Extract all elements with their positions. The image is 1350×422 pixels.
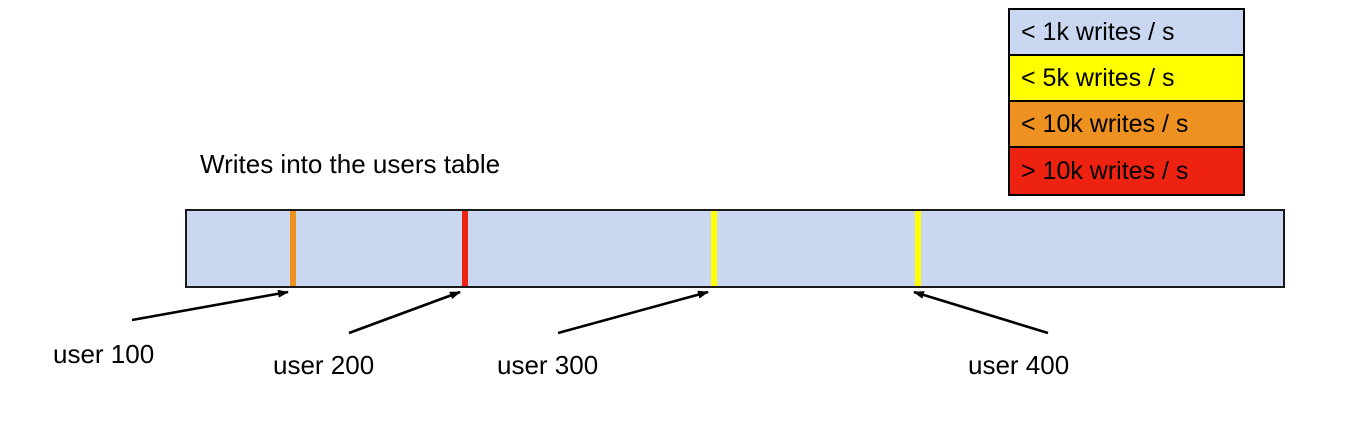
callout-arrow-user-200 (348, 290, 461, 335)
chart-title: Writes into the users table (200, 149, 501, 179)
legend-label-under-10k: < 10k writes / s (1021, 109, 1189, 138)
legend-row-under-10k: < 10k writes / s (1010, 102, 1243, 148)
legend-row-under-5k: < 5k writes / s (1010, 56, 1243, 102)
callout-label-user-300: user 300 (497, 350, 599, 380)
keyspace-bar (185, 209, 1285, 288)
callout-label-user-400: user 400 (968, 350, 1070, 380)
legend-row-under-1k: < 1k writes / s (1010, 10, 1243, 56)
hot-key-stripe-user-200 (462, 211, 468, 286)
callout-arrow-user-100 (131, 289, 289, 322)
legend-label-over-10k: > 10k writes / s (1021, 156, 1189, 185)
callout-label-user-200: user 200 (273, 350, 375, 380)
hot-key-stripe-user-300 (711, 211, 717, 286)
legend-label-under-1k: < 1k writes / s (1021, 17, 1175, 46)
legend-row-over-10k: > 10k writes / s (1010, 148, 1243, 194)
callout-arrow-user-400 (913, 290, 1049, 335)
write-rate-legend: < 1k writes / s < 5k writes / s < 10k wr… (1008, 8, 1245, 196)
hot-key-stripe-user-400 (915, 211, 921, 286)
hot-key-stripe-user-100 (290, 211, 296, 286)
callout-label-user-100: user 100 (53, 339, 155, 369)
legend-label-under-5k: < 5k writes / s (1021, 63, 1175, 92)
callout-arrow-user-300 (557, 290, 709, 335)
